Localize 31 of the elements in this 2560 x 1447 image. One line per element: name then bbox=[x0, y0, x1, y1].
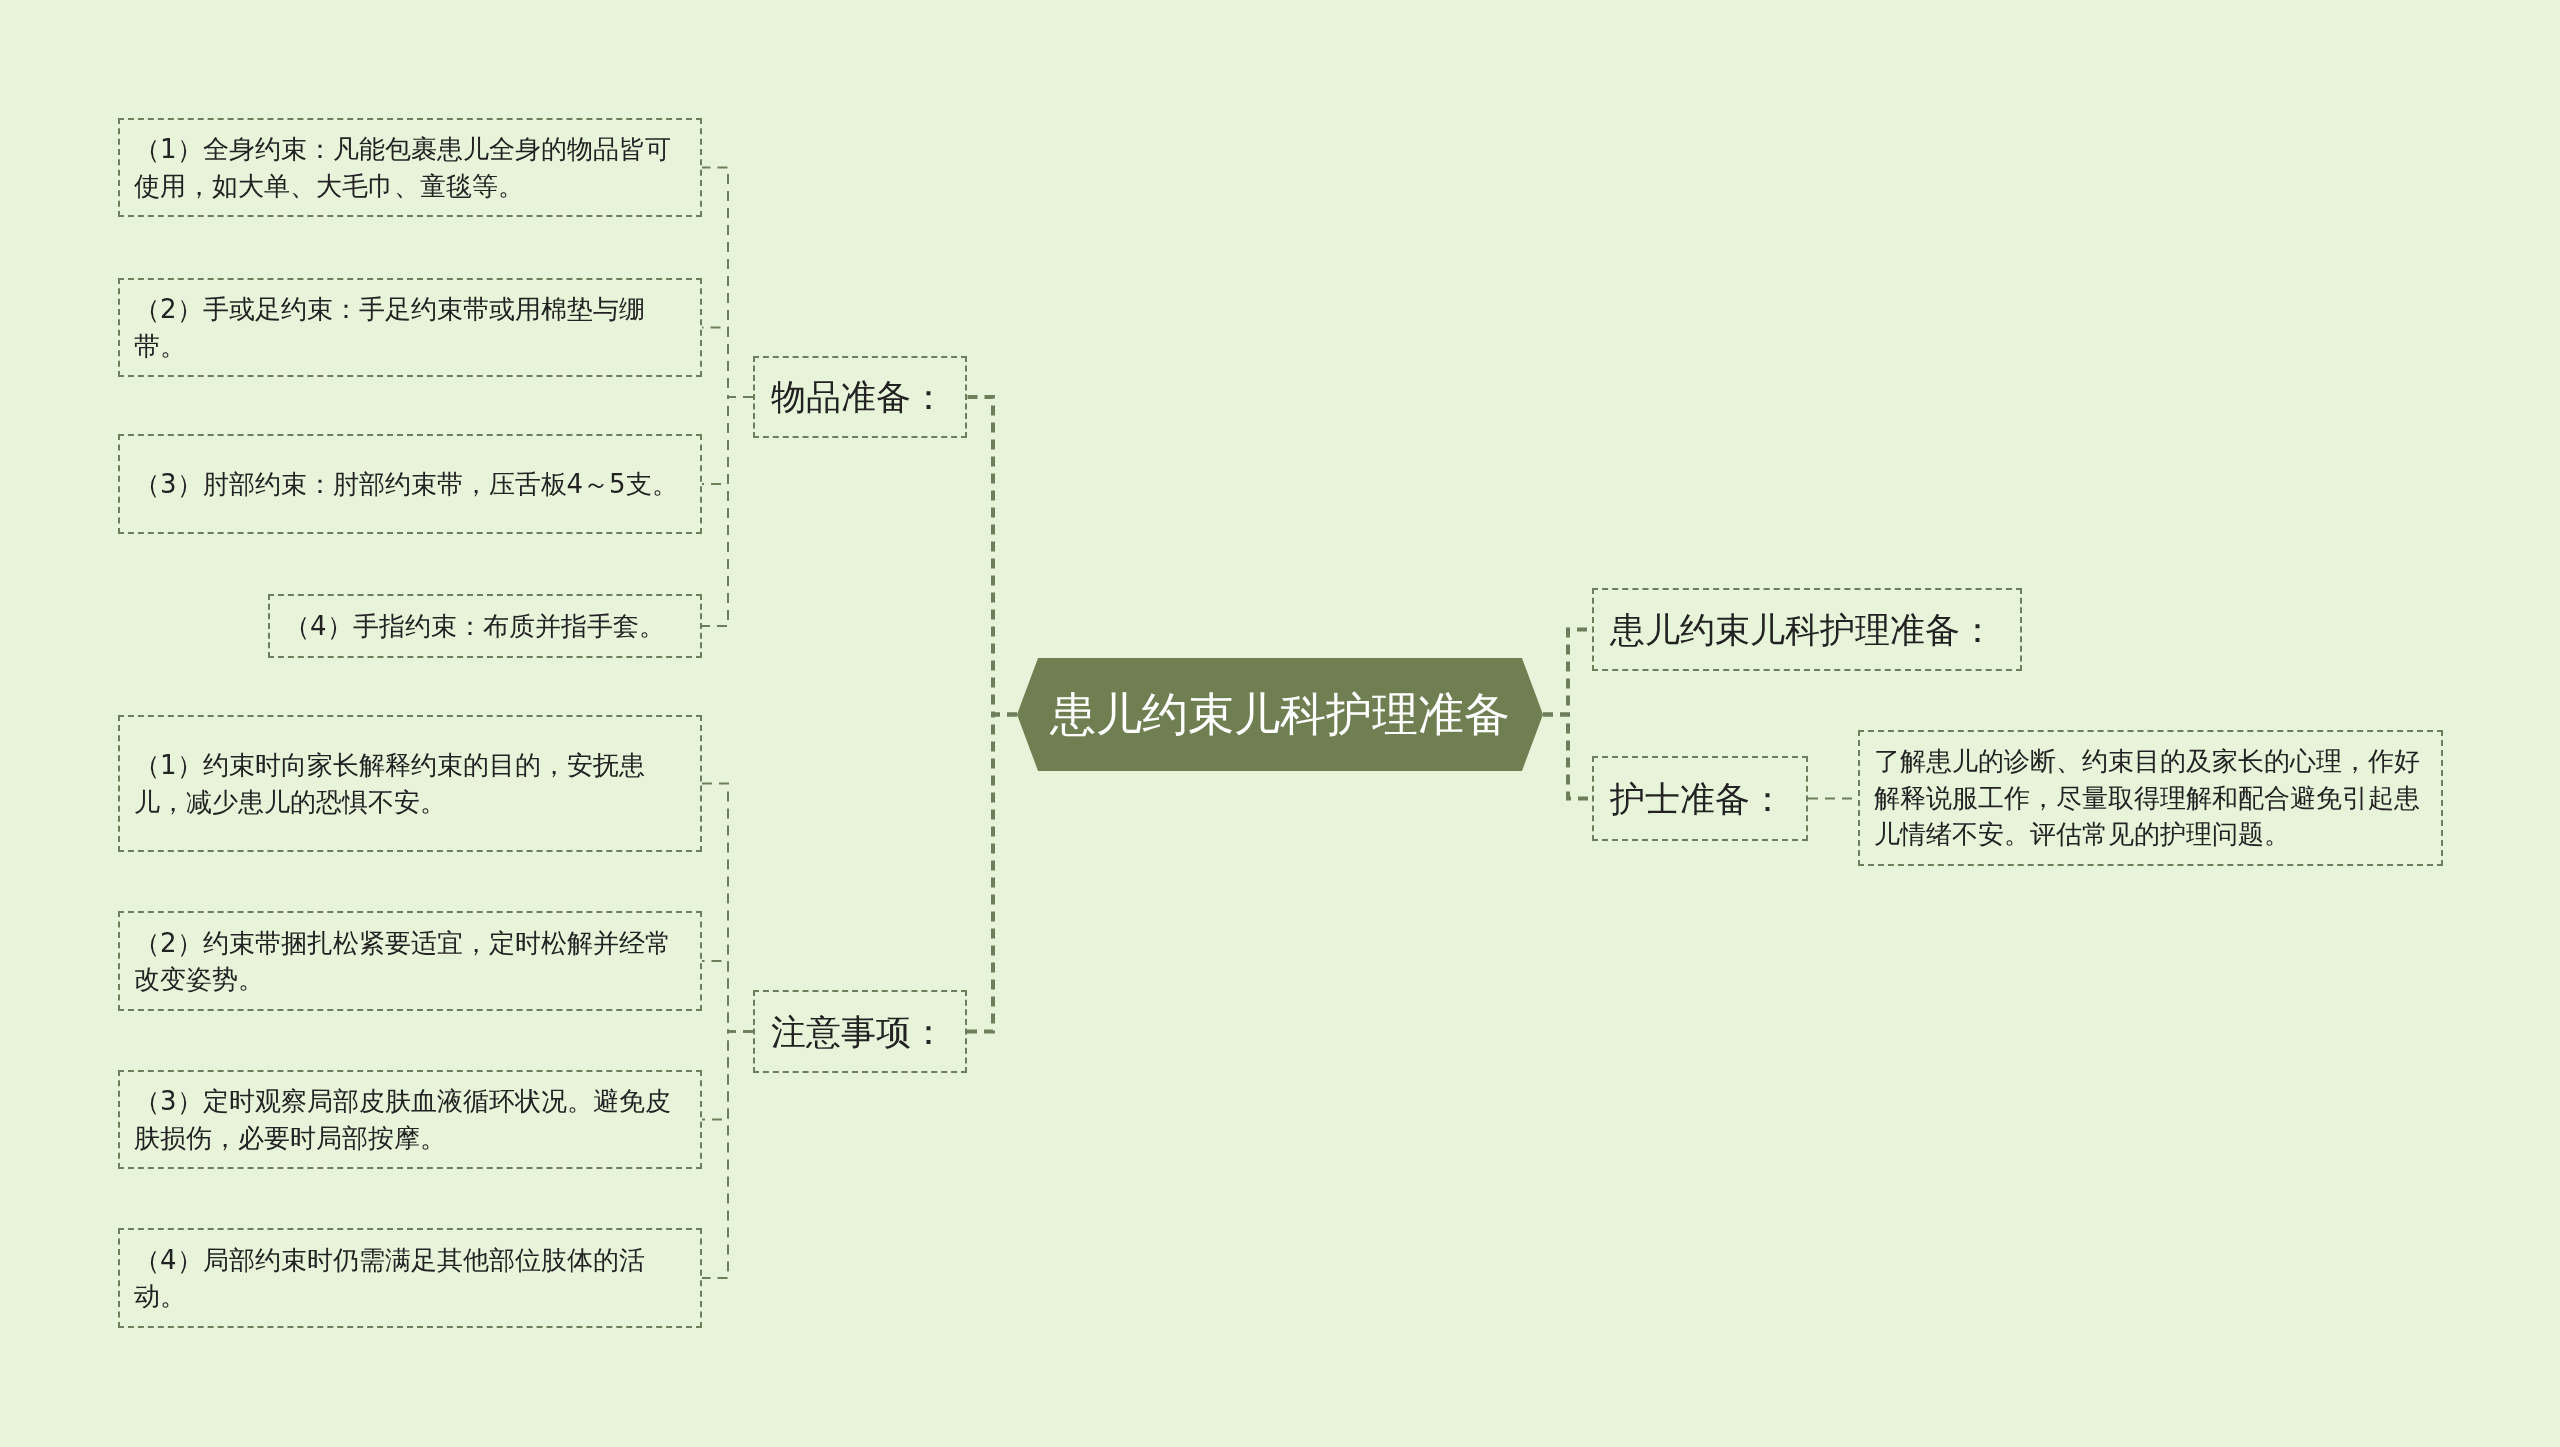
connector-line bbox=[967, 712, 1017, 1034]
topic-label: 物品准备： bbox=[771, 376, 946, 418]
note-text: （4）手指约束：布质并指手套。 bbox=[284, 609, 665, 643]
note-box bbox=[118, 118, 702, 217]
topic-box bbox=[753, 990, 967, 1073]
topic-label: 护士准备： bbox=[1610, 777, 1785, 820]
note-text: （1）全身约束：凡能包裹患儿全身的物品皆可使用，如大单、大毛巾、童毯等。 bbox=[134, 133, 672, 203]
topic-label: 患儿约束儿科护理准备： bbox=[1610, 608, 1995, 651]
note-text: （3）肘部约束：肘部约束带，压舌板4～5支。 bbox=[134, 467, 678, 501]
note-box bbox=[118, 434, 702, 534]
note-text: （1）约束时向家长解释约束的目的，安抚患儿，减少患儿的恐惧不安。 bbox=[134, 749, 646, 819]
connector-line bbox=[701, 1030, 754, 1279]
note-text: （2）手或足约束：手足约束带或用棉垫与绷带。 bbox=[134, 293, 646, 363]
note-text: （4）局部约束时仍需满足其他部位肢体的活动。 bbox=[134, 1243, 646, 1313]
note-text: （2）约束带捆扎松紧要适宜，定时松解并经常改变姿势。 bbox=[134, 926, 672, 996]
topic-title: 患儿约束儿科护理准备 bbox=[1050, 686, 1510, 743]
connector-line bbox=[701, 396, 754, 627]
note-box bbox=[118, 1070, 702, 1169]
note-box bbox=[118, 715, 702, 852]
topic-label: 注意事项： bbox=[771, 1010, 946, 1053]
topic-box bbox=[753, 356, 967, 438]
note-box bbox=[118, 278, 702, 377]
note-box bbox=[118, 1228, 702, 1328]
note-box bbox=[1858, 730, 2443, 866]
note-box bbox=[268, 594, 702, 658]
note-box bbox=[118, 911, 702, 1011]
topic-box bbox=[1592, 588, 2022, 671]
note-text: 了解患儿的诊断、约束目的及家长的心理，作好解释说服工作，尽量取得理解和配合避免引起患儿情绪不安。评估常见的护理问题。 bbox=[1874, 745, 2421, 852]
topic-box bbox=[1592, 756, 1808, 841]
note-text: （3）定时观察局部皮肤血液循环状况。避免皮肤损伤，必要时局部按摩。 bbox=[134, 1085, 672, 1155]
central-topic-hexagon bbox=[1017, 658, 1543, 771]
